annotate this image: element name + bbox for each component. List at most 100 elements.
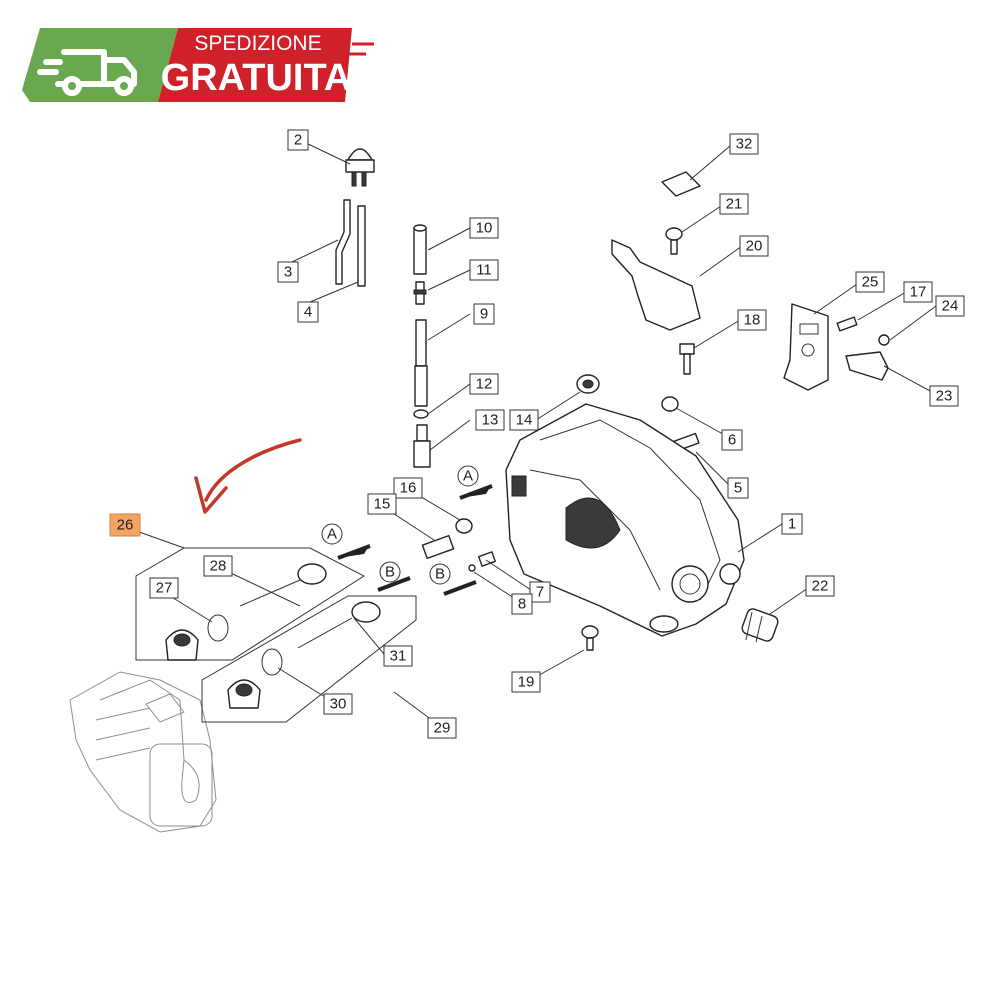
callout-28: 28 <box>203 555 233 577</box>
callout-12: 12 <box>469 373 499 395</box>
svg-text:10: 10 <box>476 220 493 237</box>
svg-text:1: 1 <box>788 516 796 533</box>
callout-3: 3 <box>277 261 299 283</box>
callout-leaders <box>127 141 937 727</box>
svg-text:5: 5 <box>734 480 742 497</box>
part-fuel-tubes <box>335 199 366 287</box>
svg-text:A: A <box>463 468 473 485</box>
banner-red-panel <box>158 28 352 102</box>
marker-a-lower: A <box>321 523 343 545</box>
svg-text:4: 4 <box>304 304 312 321</box>
part-oil-pickup-stack <box>413 224 431 468</box>
callout-13: 13 <box>475 409 505 431</box>
svg-text:30: 30 <box>330 696 347 713</box>
svg-text:2: 2 <box>294 132 302 149</box>
svg-text:24: 24 <box>942 298 959 315</box>
part-plate-25 <box>783 303 829 391</box>
callout-14: 14 <box>509 409 539 431</box>
marker-arrows <box>337 484 493 596</box>
shipping-banner: SPEDIZIONE GRATUITA <box>22 28 374 102</box>
part-18 <box>679 343 695 375</box>
svg-text:31: 31 <box>390 648 407 665</box>
part-screw-21 <box>665 227 683 255</box>
callout-31: 31 <box>383 645 413 667</box>
callout-16: 16 <box>393 477 423 499</box>
callout-6: 6 <box>721 429 743 451</box>
svg-text:7: 7 <box>536 584 544 601</box>
part-primer-bulb <box>345 148 375 187</box>
svg-text:19: 19 <box>518 674 535 691</box>
svg-text:17: 17 <box>910 284 927 301</box>
svg-text:22: 22 <box>812 578 829 595</box>
svg-text:14: 14 <box>516 412 533 429</box>
callout-5: 5 <box>727 477 749 499</box>
svg-text:B: B <box>385 564 395 581</box>
part-17 <box>836 316 858 332</box>
marker-b-right: B <box>429 563 451 585</box>
callout-21: 21 <box>719 193 749 215</box>
svg-text:21: 21 <box>726 196 743 213</box>
part-16 <box>455 518 473 534</box>
svg-text:29: 29 <box>434 720 451 737</box>
svg-text:27: 27 <box>156 580 173 597</box>
engine-cylinder <box>69 671 217 833</box>
callout-24: 24 <box>935 295 965 317</box>
svg-text:9: 9 <box>480 306 488 323</box>
callout-30: 30 <box>323 693 353 715</box>
callout-20: 20 <box>739 235 769 257</box>
part-bracket-20 <box>611 239 701 331</box>
part-24 <box>878 334 890 346</box>
callout-26: 26 <box>109 513 141 537</box>
callout-4: 4 <box>297 301 319 323</box>
part-15 <box>421 534 455 560</box>
marker-b-left: B <box>379 561 401 583</box>
svg-text:8: 8 <box>518 596 526 613</box>
svg-text:23: 23 <box>936 388 953 405</box>
svg-text:26: 26 <box>117 517 134 534</box>
part-22 <box>741 608 779 643</box>
svg-text:6: 6 <box>728 432 736 449</box>
svg-text:25: 25 <box>862 274 879 291</box>
part-7 <box>478 551 496 567</box>
kit-parts <box>165 563 381 709</box>
callout-17: 17 <box>903 281 933 303</box>
svg-text:16: 16 <box>400 480 417 497</box>
part-grommet-14 <box>576 374 600 394</box>
banner-line2: GRATUITA <box>161 57 352 99</box>
callout-2: 2 <box>287 129 309 151</box>
part-crankcase-1 <box>505 403 745 637</box>
svg-text:A: A <box>327 526 337 543</box>
callout-7: 7 <box>529 581 551 603</box>
callout-11: 11 <box>469 259 499 281</box>
banner-line1: SPEDIZIONE <box>194 32 321 55</box>
callout-1: 1 <box>781 513 803 535</box>
callout-32: 32 <box>729 133 759 155</box>
svg-text:28: 28 <box>210 558 227 575</box>
callout-18: 18 <box>737 309 767 331</box>
callout-22: 22 <box>805 575 835 597</box>
svg-text:B: B <box>435 566 445 583</box>
marker-a-upper: A <box>457 465 479 487</box>
svg-text:11: 11 <box>476 262 492 279</box>
callout-15: 15 <box>367 493 397 515</box>
kit-box-29 <box>201 595 417 723</box>
svg-text:12: 12 <box>476 376 493 393</box>
svg-text:3: 3 <box>284 264 292 281</box>
callout-9: 9 <box>473 303 495 325</box>
part-6 <box>661 396 679 412</box>
svg-text:32: 32 <box>736 136 753 153</box>
callout-10: 10 <box>469 217 499 239</box>
callout-29: 29 <box>427 717 457 739</box>
callout-27: 27 <box>149 577 179 599</box>
part-19 <box>581 625 599 651</box>
part-label-32 <box>661 171 701 197</box>
svg-text:13: 13 <box>482 412 499 429</box>
callout-8: 8 <box>511 593 533 615</box>
callout-25: 25 <box>855 271 885 293</box>
svg-text:20: 20 <box>746 238 763 255</box>
callout-labels: 2 3 4 10 11 9 12 13 32 21 20 25 17 24 23… <box>109 129 965 739</box>
callout-19: 19 <box>511 671 541 693</box>
truck-icon <box>37 49 137 96</box>
